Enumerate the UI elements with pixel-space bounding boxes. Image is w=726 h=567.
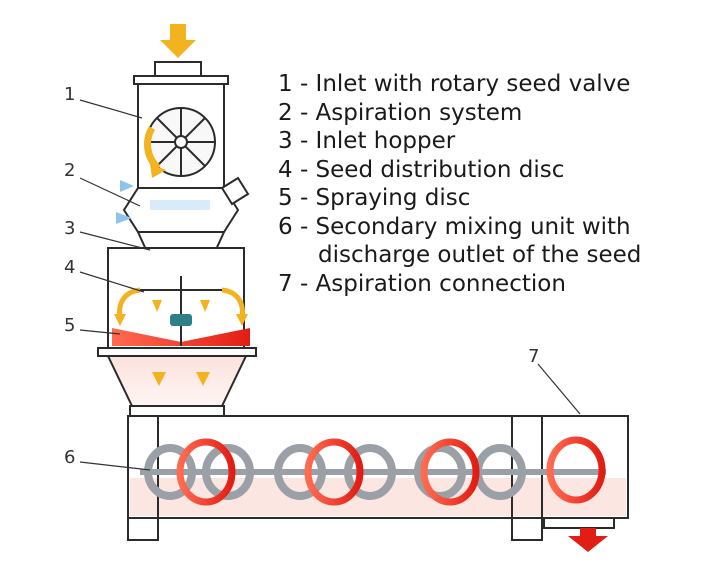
legend-item-1: 1 - Inlet with rotary seed valve <box>278 71 631 97</box>
callouts <box>79 99 581 471</box>
callout-2: 2 <box>64 160 75 181</box>
legend-item-3: 3 - Inlet hopper <box>278 128 456 154</box>
seed-outlet-arrow <box>568 528 608 552</box>
mixing-chamber <box>97 247 257 357</box>
callout-7: 7 <box>528 346 539 367</box>
legend-item-6: 6 - Secondary mixing unit with <box>278 213 631 240</box>
inlet-rotary-valve <box>133 61 229 189</box>
legend-item-4: 4 - Seed distribution disc <box>278 156 565 183</box>
legend-item-7: 7 - Aspiration connection <box>278 270 566 297</box>
spraying-disc <box>170 314 192 326</box>
legend-item-6-continued: discharge outlet of the seed <box>318 242 642 268</box>
aspiration-system <box>116 176 250 233</box>
mixing-flow-arrows <box>176 436 606 506</box>
seed-inlet-arrow <box>160 24 196 58</box>
legend-list: 1 - Inlet with rotary seed valve 2 - Asp… <box>278 70 641 298</box>
callout-3: 3 <box>64 218 75 239</box>
secondary-mixing-unit <box>127 415 629 541</box>
callout-4: 4 <box>64 257 75 278</box>
callout-1: 1 <box>64 84 75 105</box>
callout-6: 6 <box>64 447 75 468</box>
callout-5: 5 <box>64 315 75 336</box>
legend-item-2: 2 - Aspiration system <box>278 99 523 126</box>
discharge-funnel <box>106 355 248 417</box>
legend-item-5: 5 - Spraying disc <box>278 185 471 211</box>
